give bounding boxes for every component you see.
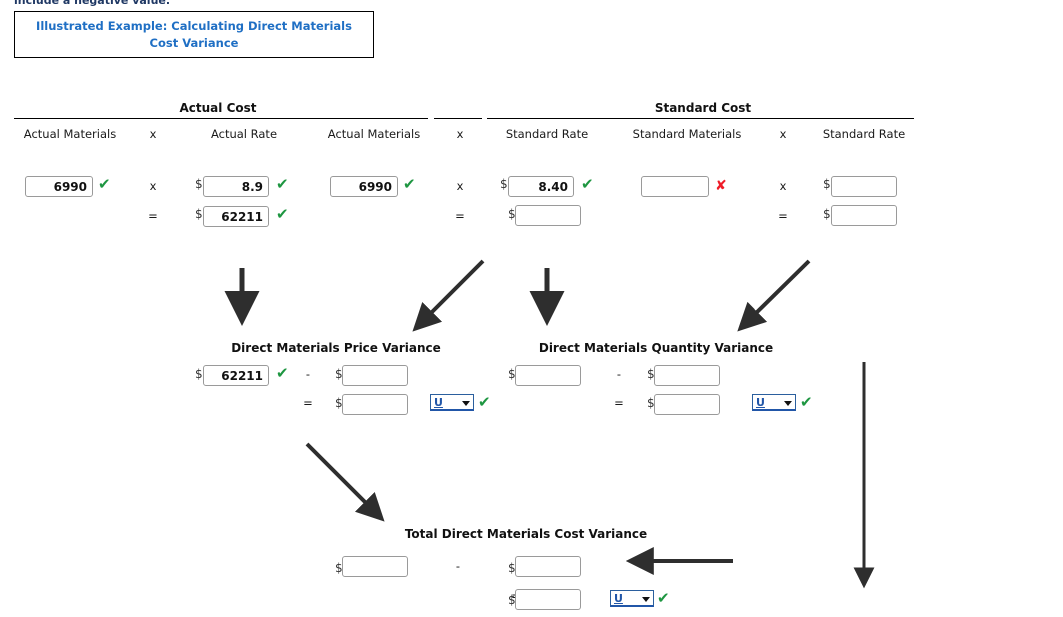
illustrated-example-title-box: Illustrated Example: Calculating Direct … — [14, 11, 374, 58]
price-variance-favorability-value: U — [434, 396, 443, 409]
total-variance-result-correct-icon: ✔ — [657, 589, 670, 607]
dollar-sign-qty-var-result: $ — [647, 396, 655, 410]
total-variance-favorability-value: U — [614, 592, 623, 605]
quantity-variance-right-input[interactable] — [654, 365, 720, 386]
price-variance-result-input[interactable] — [342, 394, 408, 415]
standard-materials-incorrect-icon: ✘ — [715, 178, 727, 194]
header-rule-mid — [434, 118, 482, 119]
dollar-sign-price-var-left: $ — [195, 367, 203, 381]
quantity-variance-left-input[interactable] — [515, 365, 581, 386]
operator-minus-qty-var: - — [616, 367, 622, 381]
actual-materials-2-correct-icon: ✔ — [403, 175, 416, 193]
column-header-actual-materials-2: Actual Materials — [327, 127, 421, 141]
dollar-sign-standard-rate-2: $ — [823, 177, 831, 191]
actual-cost-total-input[interactable] — [203, 206, 269, 227]
dollar-sign-price-var-right: $ — [335, 367, 343, 381]
operator-minus-price-var: - — [305, 367, 311, 381]
dollar-sign-total-var-result: $ — [508, 593, 516, 607]
price-variance-result-correct-icon: ✔ — [478, 393, 491, 411]
dollar-sign-price-var-result: $ — [335, 396, 343, 410]
operator-times-row1-b: x — [456, 179, 464, 193]
operator-equals-row1-a: = — [148, 209, 158, 223]
price-variance-right-input[interactable] — [342, 365, 408, 386]
dollar-sign-total-var-right: $ — [508, 561, 516, 575]
page-title: Illustrated Example: Calculating Direct … — [36, 18, 352, 50]
dollar-sign-standard-cost-total-2: $ — [823, 207, 831, 221]
standard-cost-total-2-input[interactable] — [831, 205, 897, 226]
total-variance-right-input[interactable] — [515, 556, 581, 577]
standard-cost-total-1-input[interactable] — [515, 205, 581, 226]
operator-equals-qty-var: = — [614, 396, 624, 410]
total-variance-favorability-select[interactable]: U — [610, 590, 654, 607]
quantity-variance-favorability-value: U — [756, 396, 765, 409]
dollar-sign-qty-var-left: $ — [508, 367, 516, 381]
price-variance-favorability-select[interactable]: U — [430, 394, 474, 411]
dollar-sign-actual-total: $ — [195, 207, 203, 221]
column-header-times-1: x — [149, 127, 157, 141]
total-variance-result-input[interactable] — [515, 589, 581, 610]
price-variance-label: Direct Materials Price Variance — [231, 341, 441, 355]
actual-rate-correct-icon: ✔ — [276, 175, 289, 193]
dollar-sign-qty-var-right: $ — [647, 367, 655, 381]
dollar-sign-standard-cost-total-1: $ — [508, 207, 516, 221]
quantity-variance-label: Direct Materials Quantity Variance — [538, 341, 774, 355]
operator-equals-price-var: = — [303, 396, 313, 410]
column-header-actual-rate: Actual Rate — [210, 127, 278, 141]
chevron-down-icon — [462, 401, 470, 406]
total-variance-label: Total Direct Materials Cost Variance — [404, 527, 648, 541]
actual-cost-total-correct-icon: ✔ — [276, 205, 289, 223]
actual-materials-1-input[interactable] — [25, 176, 93, 197]
chevron-down-icon — [642, 597, 650, 602]
standard-rate-1-input[interactable] — [508, 176, 574, 197]
dollar-sign-actual-rate: $ — [195, 177, 203, 191]
operator-equals-row1-b: = — [455, 209, 465, 223]
column-header-actual-materials-1: Actual Materials — [23, 127, 117, 141]
standard-rate-2-input[interactable] — [831, 176, 897, 197]
column-header-standard-materials: Standard Materials — [632, 127, 742, 141]
standard-materials-input[interactable] — [641, 176, 709, 197]
cutoff-instruction-text: include a negative value. — [14, 0, 171, 7]
quantity-variance-result-input[interactable] — [654, 394, 720, 415]
operator-times-row1-c: x — [779, 179, 787, 193]
price-variance-left-input[interactable] — [203, 365, 269, 386]
actual-rate-input[interactable] — [203, 176, 269, 197]
total-variance-left-input[interactable] — [342, 556, 408, 577]
column-header-times-3: x — [779, 127, 787, 141]
operator-equals-row1-c: = — [778, 209, 788, 223]
operator-times-row1-a: x — [149, 179, 157, 193]
dollar-sign-total-var-left: $ — [335, 561, 343, 575]
header-rule-right — [487, 118, 914, 119]
header-rule-left — [14, 118, 428, 119]
chevron-down-icon — [784, 401, 792, 406]
actual-materials-1-correct-icon: ✔ — [98, 175, 111, 193]
operator-minus-total-var: - — [455, 559, 461, 573]
quantity-variance-favorability-select[interactable]: U — [752, 394, 796, 411]
section-header-standard-cost: Standard Cost — [654, 101, 752, 115]
section-header-actual-cost: Actual Cost — [179, 101, 257, 115]
column-header-times-2: x — [456, 127, 464, 141]
price-variance-left-correct-icon: ✔ — [276, 364, 289, 382]
column-header-standard-rate-1: Standard Rate — [505, 127, 589, 141]
dollar-sign-standard-rate-1: $ — [500, 177, 508, 191]
quantity-variance-result-correct-icon: ✔ — [800, 393, 813, 411]
column-header-standard-rate-2: Standard Rate — [822, 127, 906, 141]
actual-materials-2-input[interactable] — [330, 176, 398, 197]
standard-rate-1-correct-icon: ✔ — [581, 175, 594, 193]
